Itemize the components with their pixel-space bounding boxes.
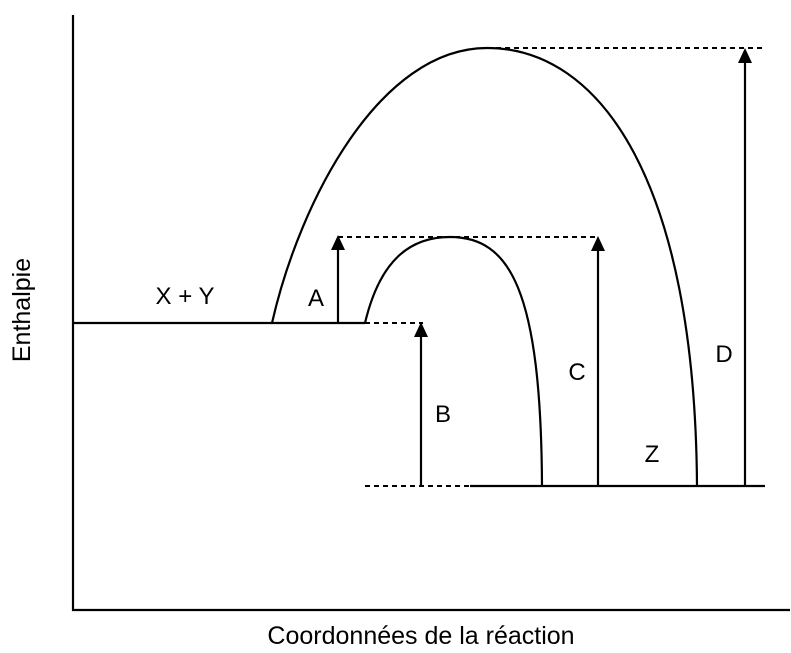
arrow-a-label: A [308, 285, 324, 312]
arrow-d-head [738, 48, 752, 63]
arrow-a-head [331, 235, 345, 250]
product-label: Z [645, 441, 660, 468]
reactants-label: X + Y [156, 283, 215, 310]
x-axis-title: Coordonnées de la réaction [267, 622, 574, 650]
y-axis-title: Enthalpie [8, 258, 36, 362]
arrow-c-head [591, 236, 605, 251]
catalysed-curve [363, 235, 544, 487]
arrow-b-head [414, 322, 428, 337]
arrow-d-label: D [715, 341, 732, 368]
uncatalysed-curve [270, 46, 699, 487]
arrow-c-label: C [568, 359, 585, 386]
arrow-b-label: B [435, 401, 451, 428]
